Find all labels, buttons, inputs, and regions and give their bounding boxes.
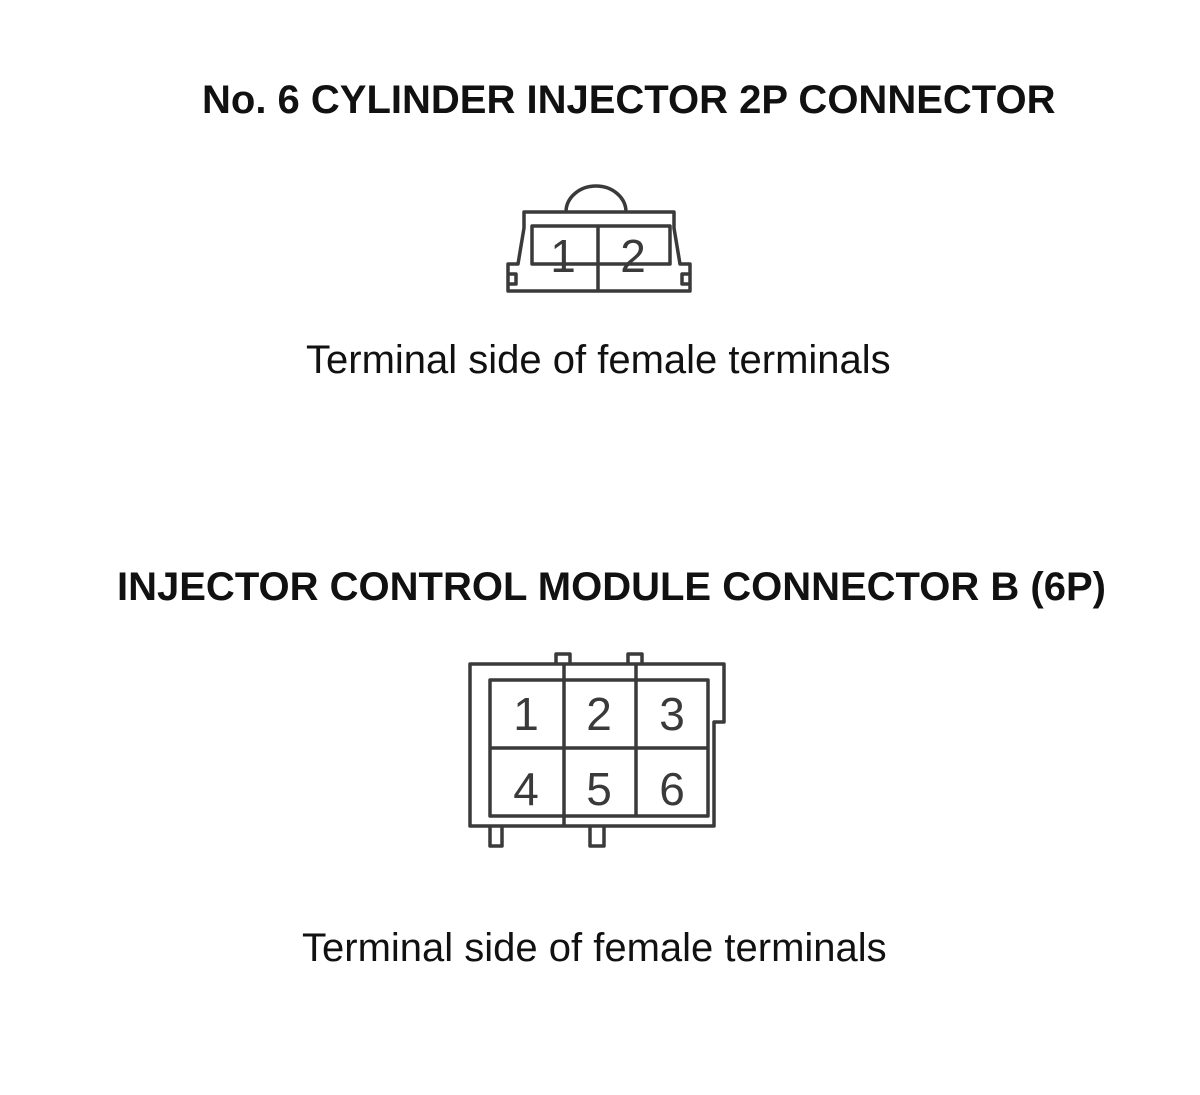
pin-1-label: 1 [550,230,576,282]
connector-1-caption: Terminal side of female terminals [306,338,891,382]
connector-left-tab [508,272,518,286]
connector-right-tab [680,272,690,286]
connector-bottom-foot-2 [588,826,606,848]
connector-housing-outline [506,210,692,293]
connector-cavity-outline [530,224,672,266]
connector-2p-diagram: 1 2 [506,184,692,293]
connector-top-tab-1 [554,652,572,664]
pin-2-label: 2 [620,230,646,282]
connector-top-tab-2 [626,652,644,664]
pin-3-label: 3 [659,688,685,740]
pin-1-label: 1 [513,688,539,740]
connector-2-title: INJECTOR CONTROL MODULE CONNECTOR B (6P) [117,565,1106,609]
connector-bottom-foot-1 [488,826,504,848]
connector-latch-hood [564,184,628,213]
pin-4-label: 4 [513,763,539,815]
connector-housing-outline [468,662,726,828]
pin-6-label: 6 [659,763,685,815]
pin-2-label: 2 [586,688,612,740]
connector-1-title: No. 6 CYLINDER INJECTOR 2P CONNECTOR [202,78,1056,122]
pin-5-label: 5 [586,763,612,815]
connector-6p-diagram: 1 2 3 4 5 6 [468,652,726,848]
connector-2-caption: Terminal side of female terminals [302,926,887,970]
